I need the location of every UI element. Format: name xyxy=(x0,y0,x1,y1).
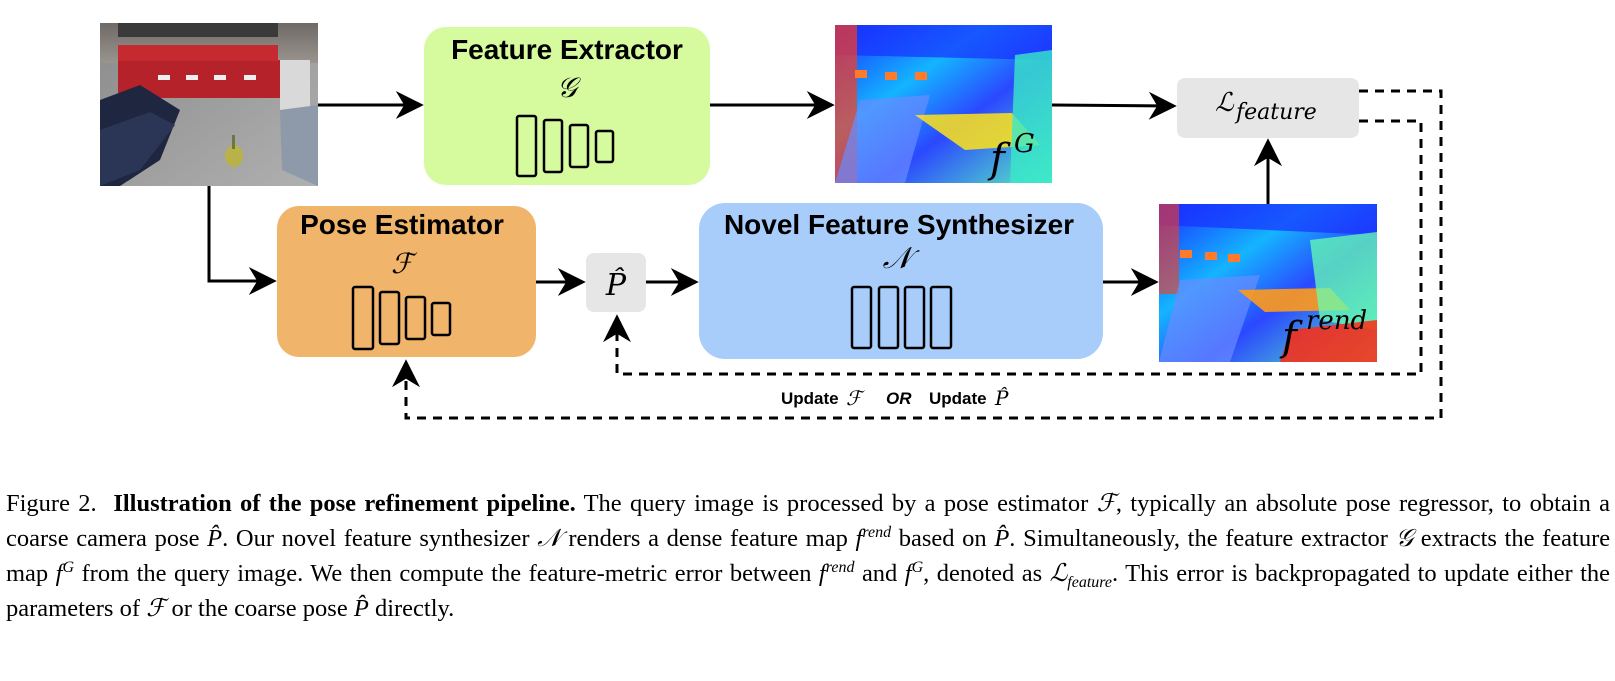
update-label-1: Update xyxy=(781,389,839,408)
caption-text: and xyxy=(861,560,898,587)
caption-text: . This error is backpropagated to update… xyxy=(6,560,1611,622)
feature-extractor-box: Feature Extractor 𝒢 xyxy=(424,27,710,185)
caption-text: , denoted as xyxy=(923,560,1043,587)
caption-math: P̂ xyxy=(207,525,223,552)
synthesizer-title: Novel Feature Synthesizer xyxy=(724,209,1074,240)
caption-math: G xyxy=(62,558,75,576)
caption-text: or the coarse pose xyxy=(171,595,348,622)
caption-math: f xyxy=(818,560,826,587)
caption-math: ℒ xyxy=(1049,560,1068,587)
caption-math: f xyxy=(855,525,863,552)
pose-estimator-box: Pose Estimator ℱ xyxy=(277,206,536,357)
loss-subscript: feature xyxy=(1234,100,1317,125)
update-label-or: OR xyxy=(886,389,912,408)
fG-label-sup: G xyxy=(1014,129,1035,159)
arrow-fG-to-loss xyxy=(1051,91,1177,120)
figure-caption: Figure 2. Illustration of the pose refin… xyxy=(6,486,1610,626)
caption-text: from the query image. We then compute th… xyxy=(81,560,812,587)
caption-math: P̂ xyxy=(994,525,1010,552)
forward-arrows xyxy=(207,91,1282,296)
caption-math: f xyxy=(55,560,63,587)
encoder-layers xyxy=(515,114,615,178)
caption-text: , typically an absolute pose regressor, … xyxy=(6,490,1611,552)
arrow-loss-to-estimator xyxy=(392,89,1443,420)
arrow-loss-to-pose xyxy=(603,119,1423,376)
feedback-arrows xyxy=(392,89,1443,420)
caption-prefix: Figure 2. xyxy=(6,490,97,517)
query-image xyxy=(100,23,318,186)
caption-math: 𝒩 xyxy=(537,525,561,552)
caption-math: ℱ xyxy=(146,595,166,622)
caption-math: P̂ xyxy=(353,595,369,622)
feature-extractor-title: Feature Extractor xyxy=(451,34,683,65)
caption-math: rend xyxy=(825,558,855,576)
update-label: Update ℱ OR Update P̂ xyxy=(781,386,1009,410)
update-label-2: Update xyxy=(929,389,987,408)
loss-symbol: ℒ xyxy=(1215,88,1235,118)
caption-text: The query image is processed by a pose e… xyxy=(583,490,1089,517)
update-label-P: P̂ xyxy=(994,386,1009,410)
caption-math: ℱ xyxy=(1096,490,1116,517)
caption-text: extracts the feature map xyxy=(6,525,1611,587)
update-label-F: ℱ xyxy=(846,386,865,410)
caption-title: Illustration of the pose refinement pipe… xyxy=(113,490,576,517)
loss-box: ℒ feature xyxy=(1177,78,1359,138)
feature-map-fG: f G xyxy=(835,25,1052,183)
synthesizer-layers xyxy=(850,285,953,350)
pose-box: P̂ xyxy=(586,253,646,312)
feature-map-frend: f rend xyxy=(1159,204,1377,362)
pose-symbol: P̂ xyxy=(605,268,627,303)
arrow-image-to-pose-estimator xyxy=(207,186,277,295)
caption-text: directly. xyxy=(374,595,455,622)
regressor-layers xyxy=(351,285,452,351)
caption-text: based on xyxy=(898,525,987,552)
caption-text: . Simultaneously, the feature extractor xyxy=(1009,525,1388,552)
pose-estimator-title: Pose Estimator xyxy=(300,209,504,240)
caption-math: feature xyxy=(1067,573,1113,591)
caption-math: G xyxy=(911,558,924,576)
caption-text: renders a dense feature map xyxy=(568,525,848,552)
caption-text: . Our novel feature synthesizer xyxy=(222,525,530,552)
frend-label-sup: rend xyxy=(1306,306,1367,336)
caption-math: 𝒢 xyxy=(1395,525,1414,552)
synthesizer-box: Novel Feature Synthesizer 𝒩 xyxy=(699,203,1103,359)
caption-math: f xyxy=(904,560,912,587)
caption-math: rend xyxy=(862,523,892,541)
